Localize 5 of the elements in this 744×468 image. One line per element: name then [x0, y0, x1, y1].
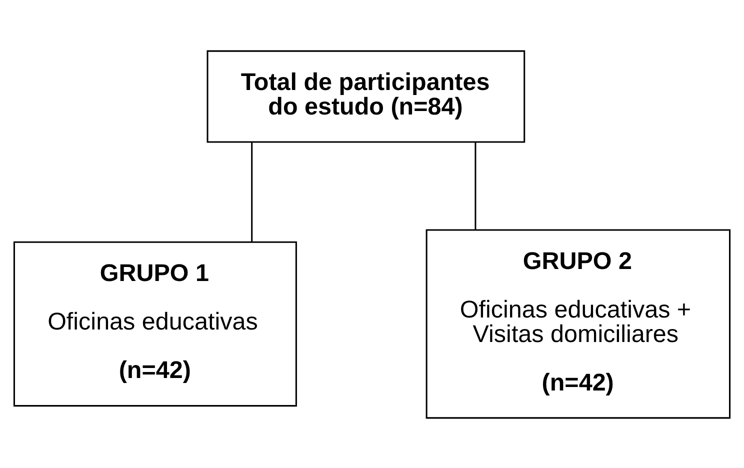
node-box: GRUPO 1 Oficinas educativas (n=42) [13, 240, 297, 406]
node-box: GRUPO 2 Oficinas educativas + Visitas domiciliares (n=42) [426, 228, 731, 418]
connector [251, 142, 253, 242]
connector [474, 142, 476, 230]
node-box: Total de participantes do estudo (n=84) [206, 50, 526, 142]
